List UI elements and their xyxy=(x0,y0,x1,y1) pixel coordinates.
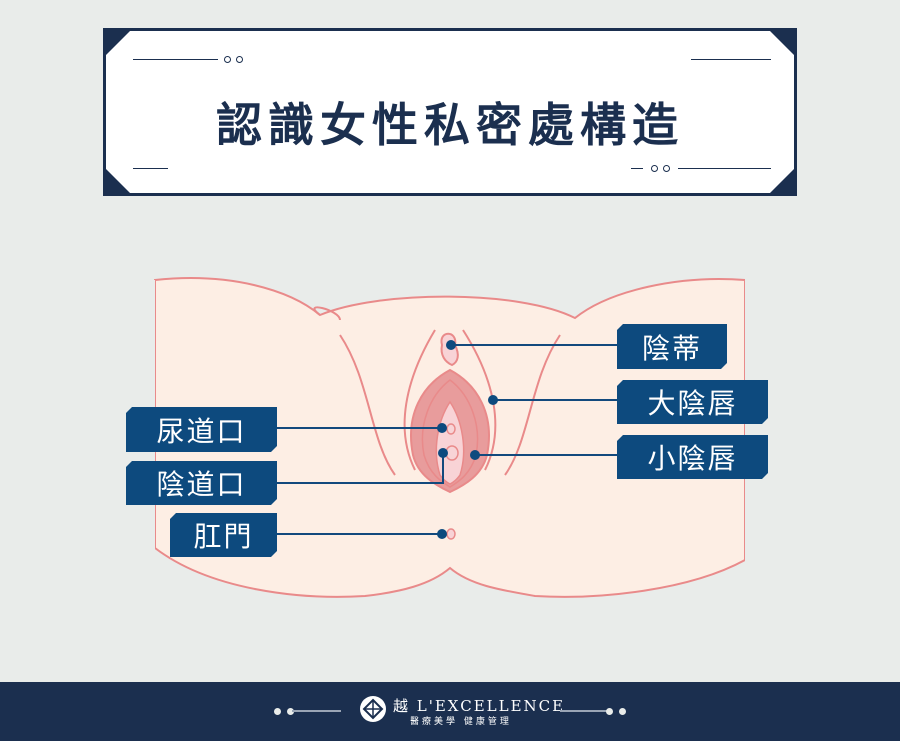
labia-majora-line xyxy=(403,329,436,471)
footer: 越 L'EXCELLENCE 醫療美學 健康管理 xyxy=(0,682,900,741)
divider xyxy=(631,168,643,169)
corner-decoration xyxy=(103,28,133,58)
label-vaginal-opening: 陰道口 xyxy=(126,461,277,505)
dot xyxy=(224,56,231,63)
thigh-crease xyxy=(339,334,396,476)
label-labia-majora: 大陰唇 xyxy=(617,380,768,424)
brand-name: 越 L'EXCELLENCE xyxy=(393,697,566,715)
label-anus: 肛門 xyxy=(170,513,277,557)
divider xyxy=(133,168,168,169)
page-title: 認識女性私密處構造 xyxy=(216,98,684,152)
marker-dot xyxy=(470,450,480,460)
dot xyxy=(274,708,281,715)
marker-dot xyxy=(437,529,447,539)
dot xyxy=(606,708,613,715)
divider xyxy=(292,710,341,712)
leader-line xyxy=(277,453,444,484)
marker-dot xyxy=(488,395,498,405)
dot xyxy=(287,708,294,715)
marker-dot xyxy=(438,448,448,458)
marker-dot xyxy=(446,340,456,350)
divider xyxy=(133,59,218,60)
urethra xyxy=(446,423,456,435)
dot xyxy=(651,165,658,172)
dot xyxy=(236,56,243,63)
marker-dot xyxy=(437,423,447,433)
brand-logo-icon xyxy=(360,696,386,722)
dot xyxy=(619,708,626,715)
corner-decoration xyxy=(103,166,133,196)
label-labia-minora: 小陰唇 xyxy=(617,435,768,479)
divider xyxy=(678,168,771,169)
dot xyxy=(663,165,670,172)
anus xyxy=(446,528,456,540)
divider xyxy=(691,59,771,60)
corner-decoration xyxy=(767,166,797,196)
corner-decoration xyxy=(767,28,797,58)
thigh-crease xyxy=(504,334,561,476)
label-urethra: 尿道口 xyxy=(126,407,277,452)
brand-tagline: 醫療美學 健康管理 xyxy=(410,717,512,727)
label-clitoris: 陰蒂 xyxy=(617,324,727,369)
divider xyxy=(560,710,610,712)
title-banner: 認識女性私密處構造 xyxy=(103,28,797,196)
